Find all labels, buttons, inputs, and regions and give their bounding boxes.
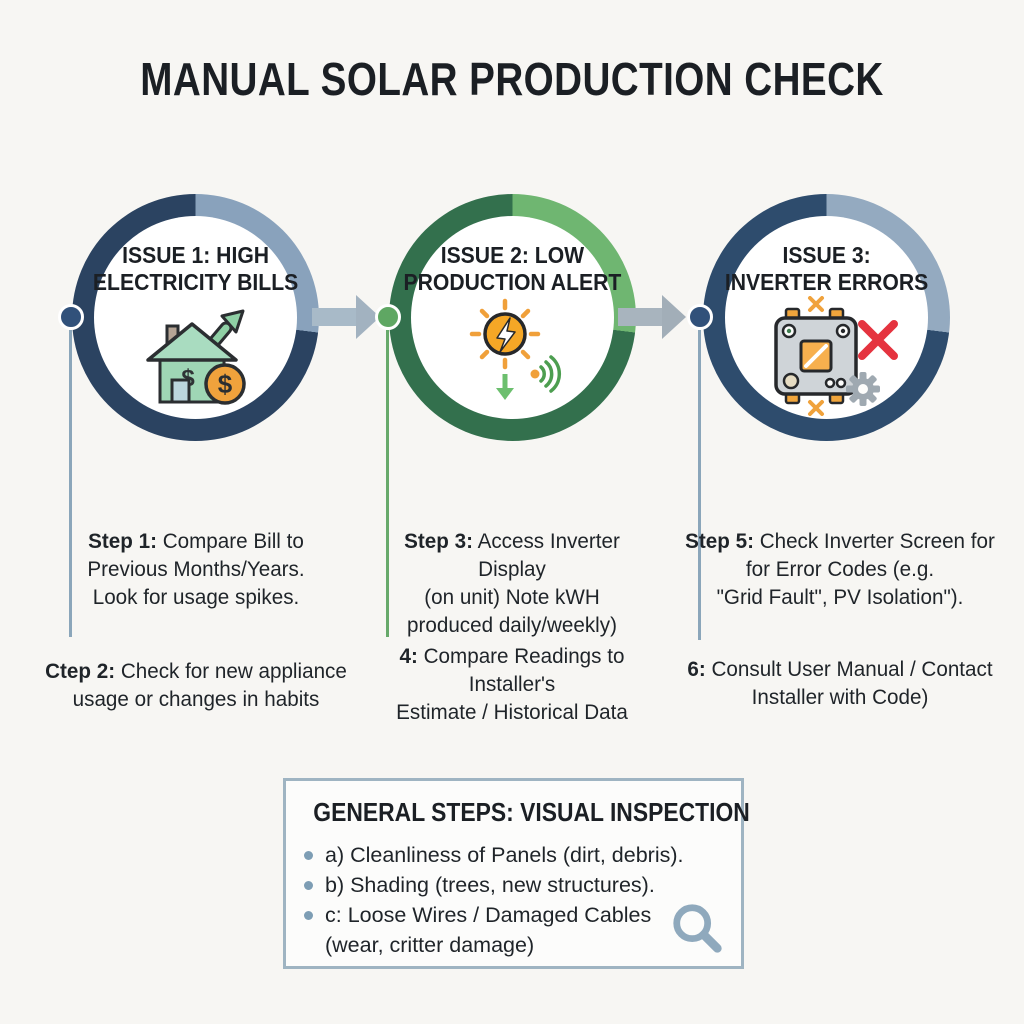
step-6-label: 6: bbox=[687, 657, 706, 681]
list-item: a) Cleanliness of Panels (dirt, debris). bbox=[304, 840, 708, 870]
step-1-label: Step 1: bbox=[88, 529, 157, 553]
list-item: c: Loose Wires / Damaged Cables (wear, c… bbox=[304, 900, 708, 960]
house-rising-cost-icon: $ $ bbox=[145, 309, 246, 405]
step-2-label: Ctep 2: bbox=[45, 659, 116, 683]
magnifier-icon bbox=[673, 904, 722, 953]
issue-circle-3: ISSUE 3: INVERTER ERRORS bbox=[703, 194, 950, 441]
issue-ring-1: ISSUE 1: HIGH ELECTRICITY BILLS $ $ bbox=[72, 194, 319, 441]
inverter-error-icon bbox=[773, 296, 898, 416]
general-steps-box: GENERAL STEPS: VISUAL INSPECTION a) Clea… bbox=[283, 778, 750, 969]
step-6: 6: Consult User Manual / Contact Install… bbox=[684, 655, 995, 711]
step-4-line2: Estimate / Historical Data bbox=[396, 700, 628, 724]
step-5-label: Step 5: bbox=[685, 529, 754, 553]
step-6-line1: Consult User Manual / Contact bbox=[711, 657, 993, 681]
list-item-text: c: Loose Wires / Damaged Cables (wear, c… bbox=[325, 903, 652, 957]
svg-text:$: $ bbox=[217, 369, 232, 399]
issue-circle-1: ISSUE 1: HIGH ELECTRICITY BILLS $ $ bbox=[72, 194, 319, 441]
drop-line-1 bbox=[69, 330, 72, 637]
issue-1-title-line2: ELECTRICITY BILLS bbox=[92, 269, 299, 295]
list-item-text: b) Shading (trees, new structures). bbox=[325, 873, 655, 897]
step-1-line2: Previous Months/Years. bbox=[87, 557, 305, 581]
visual-inspection-list: a) Cleanliness of Panels (dirt, debris).… bbox=[286, 840, 708, 960]
step-2-line1: Check for new appliance bbox=[120, 659, 347, 683]
issue-1-title-line1: ISSUE 1: HIGH bbox=[122, 242, 269, 268]
step-4: 4: Compare Readings to Installer's Estim… bbox=[358, 642, 665, 726]
drop-line-3 bbox=[698, 330, 701, 640]
step-5-line2: for Error Codes (e.g. bbox=[745, 557, 935, 581]
flow-arrow-2-icon bbox=[618, 295, 686, 339]
step-2-line2: usage or changes in habits bbox=[72, 687, 320, 711]
page-title: MANUAL SOLAR PRODUCTION CHECK bbox=[140, 53, 884, 105]
flow-arrow-1-icon bbox=[312, 295, 380, 339]
issue-3-title: ISSUE 3: INVERTER ERRORS bbox=[725, 242, 928, 296]
step-3-line3: produced daily/weekly) bbox=[407, 613, 617, 637]
general-steps-title: GENERAL STEPS: VISUAL INSPECTION bbox=[313, 797, 750, 827]
step-3: Step 3: Access Inverter Display (on unit… bbox=[368, 527, 656, 639]
issue-2-title-line2: PRODUCTION ALERT bbox=[403, 269, 622, 295]
issue-2-title-line1: ISSUE 2: LOW bbox=[440, 242, 585, 268]
issue-circle-2-inner: ISSUE 2: LOW PRODUCTION ALERT bbox=[404, 216, 621, 419]
issue-ring-3: ISSUE 3: INVERTER ERRORS bbox=[703, 194, 950, 441]
timeline-node-3 bbox=[687, 304, 713, 330]
step-6-line2: Installer with Code) bbox=[751, 685, 929, 709]
step-2: Ctep 2: Check for new appliance usage or… bbox=[42, 657, 349, 713]
issue-1-title: ISSUE 1: HIGH ELECTRICITY BILLS bbox=[93, 242, 298, 296]
issue-circle-3-inner: ISSUE 3: INVERTER ERRORS bbox=[725, 216, 928, 419]
list-item-text: a) Cleanliness of Panels (dirt, debris). bbox=[325, 843, 684, 867]
issue-2-title: ISSUE 2: LOW PRODUCTION ALERT bbox=[404, 242, 622, 296]
step-3-label: Step 3: bbox=[404, 529, 473, 553]
step-3-line2: (on unit) Note kWH bbox=[424, 585, 600, 609]
issue-circle-2: ISSUE 2: LOW PRODUCTION ALERT bbox=[389, 194, 636, 441]
timeline-node-2 bbox=[375, 304, 401, 330]
step-4-line1: Compare Readings to Installer's bbox=[423, 644, 625, 696]
red-x-icon bbox=[857, 320, 898, 360]
step-1: Step 1: Compare Bill to Previous Months/… bbox=[52, 527, 340, 611]
step-5: Step 5: Check Inverter Screen for for Er… bbox=[684, 527, 995, 611]
bullet-dot bbox=[304, 881, 313, 890]
gear-icon bbox=[845, 372, 880, 406]
step-3-line1: Access Inverter Display bbox=[477, 529, 620, 581]
step-1-line3: Look for usage spikes. bbox=[92, 585, 300, 609]
issue-circle-1-inner: ISSUE 1: HIGH ELECTRICITY BILLS $ $ bbox=[93, 216, 298, 419]
bullet-dot bbox=[304, 851, 313, 860]
sun-low-output-icon bbox=[469, 298, 561, 400]
issue-ring-2: ISSUE 2: LOW PRODUCTION ALERT bbox=[389, 194, 636, 441]
step-5-line3: "Grid Fault", PV Isolation"). bbox=[716, 585, 964, 609]
list-item: b) Shading (trees, new structures). bbox=[304, 870, 708, 900]
issue-3-title-line1: ISSUE 3: bbox=[782, 242, 871, 268]
bullet-dot bbox=[304, 911, 313, 920]
step-4-label: 4: bbox=[399, 644, 418, 668]
drop-line-2 bbox=[386, 330, 389, 637]
issue-3-title-line2: INVERTER ERRORS bbox=[724, 269, 929, 295]
step-5-line1: Check Inverter Screen for bbox=[759, 529, 995, 553]
timeline-node-1 bbox=[58, 304, 84, 330]
step-1-line1: Compare Bill to bbox=[162, 529, 304, 553]
